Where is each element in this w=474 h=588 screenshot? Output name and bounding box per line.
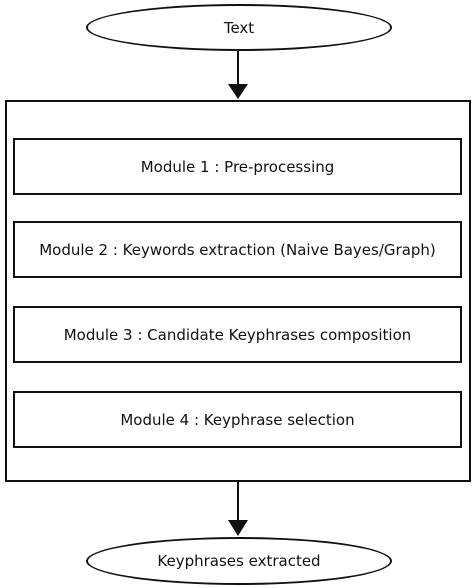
arrow-modules-to-keyphrases: [228, 482, 248, 536]
module-2-box: Module 2 : Keywords extraction (Naive Ba…: [13, 221, 462, 278]
arrow-text-to-modules: [228, 51, 248, 99]
end-node-keyphrases-extracted: Keyphrases extracted: [86, 537, 392, 585]
module-3-label: Module 3 : Candidate Keyphrases composit…: [63, 325, 412, 344]
end-node-label: Keyphrases extracted: [157, 552, 321, 570]
module-3-box: Module 3 : Candidate Keyphrases composit…: [13, 306, 462, 363]
start-node-text: Text: [86, 4, 392, 51]
module-4-label: Module 4 : Keyphrase selection: [120, 410, 355, 429]
module-1-box: Module 1 : Pre-processing: [13, 138, 462, 195]
module-2-label: Module 2 : Keywords extraction (Naive Ba…: [39, 240, 436, 259]
module-4-box: Module 4 : Keyphrase selection: [13, 391, 462, 448]
module-1-label: Module 1 : Pre-processing: [140, 157, 335, 176]
start-node-label: Text: [223, 18, 255, 37]
modules-container: Module 1 : Pre-processing Module 2 : Key…: [5, 100, 471, 482]
